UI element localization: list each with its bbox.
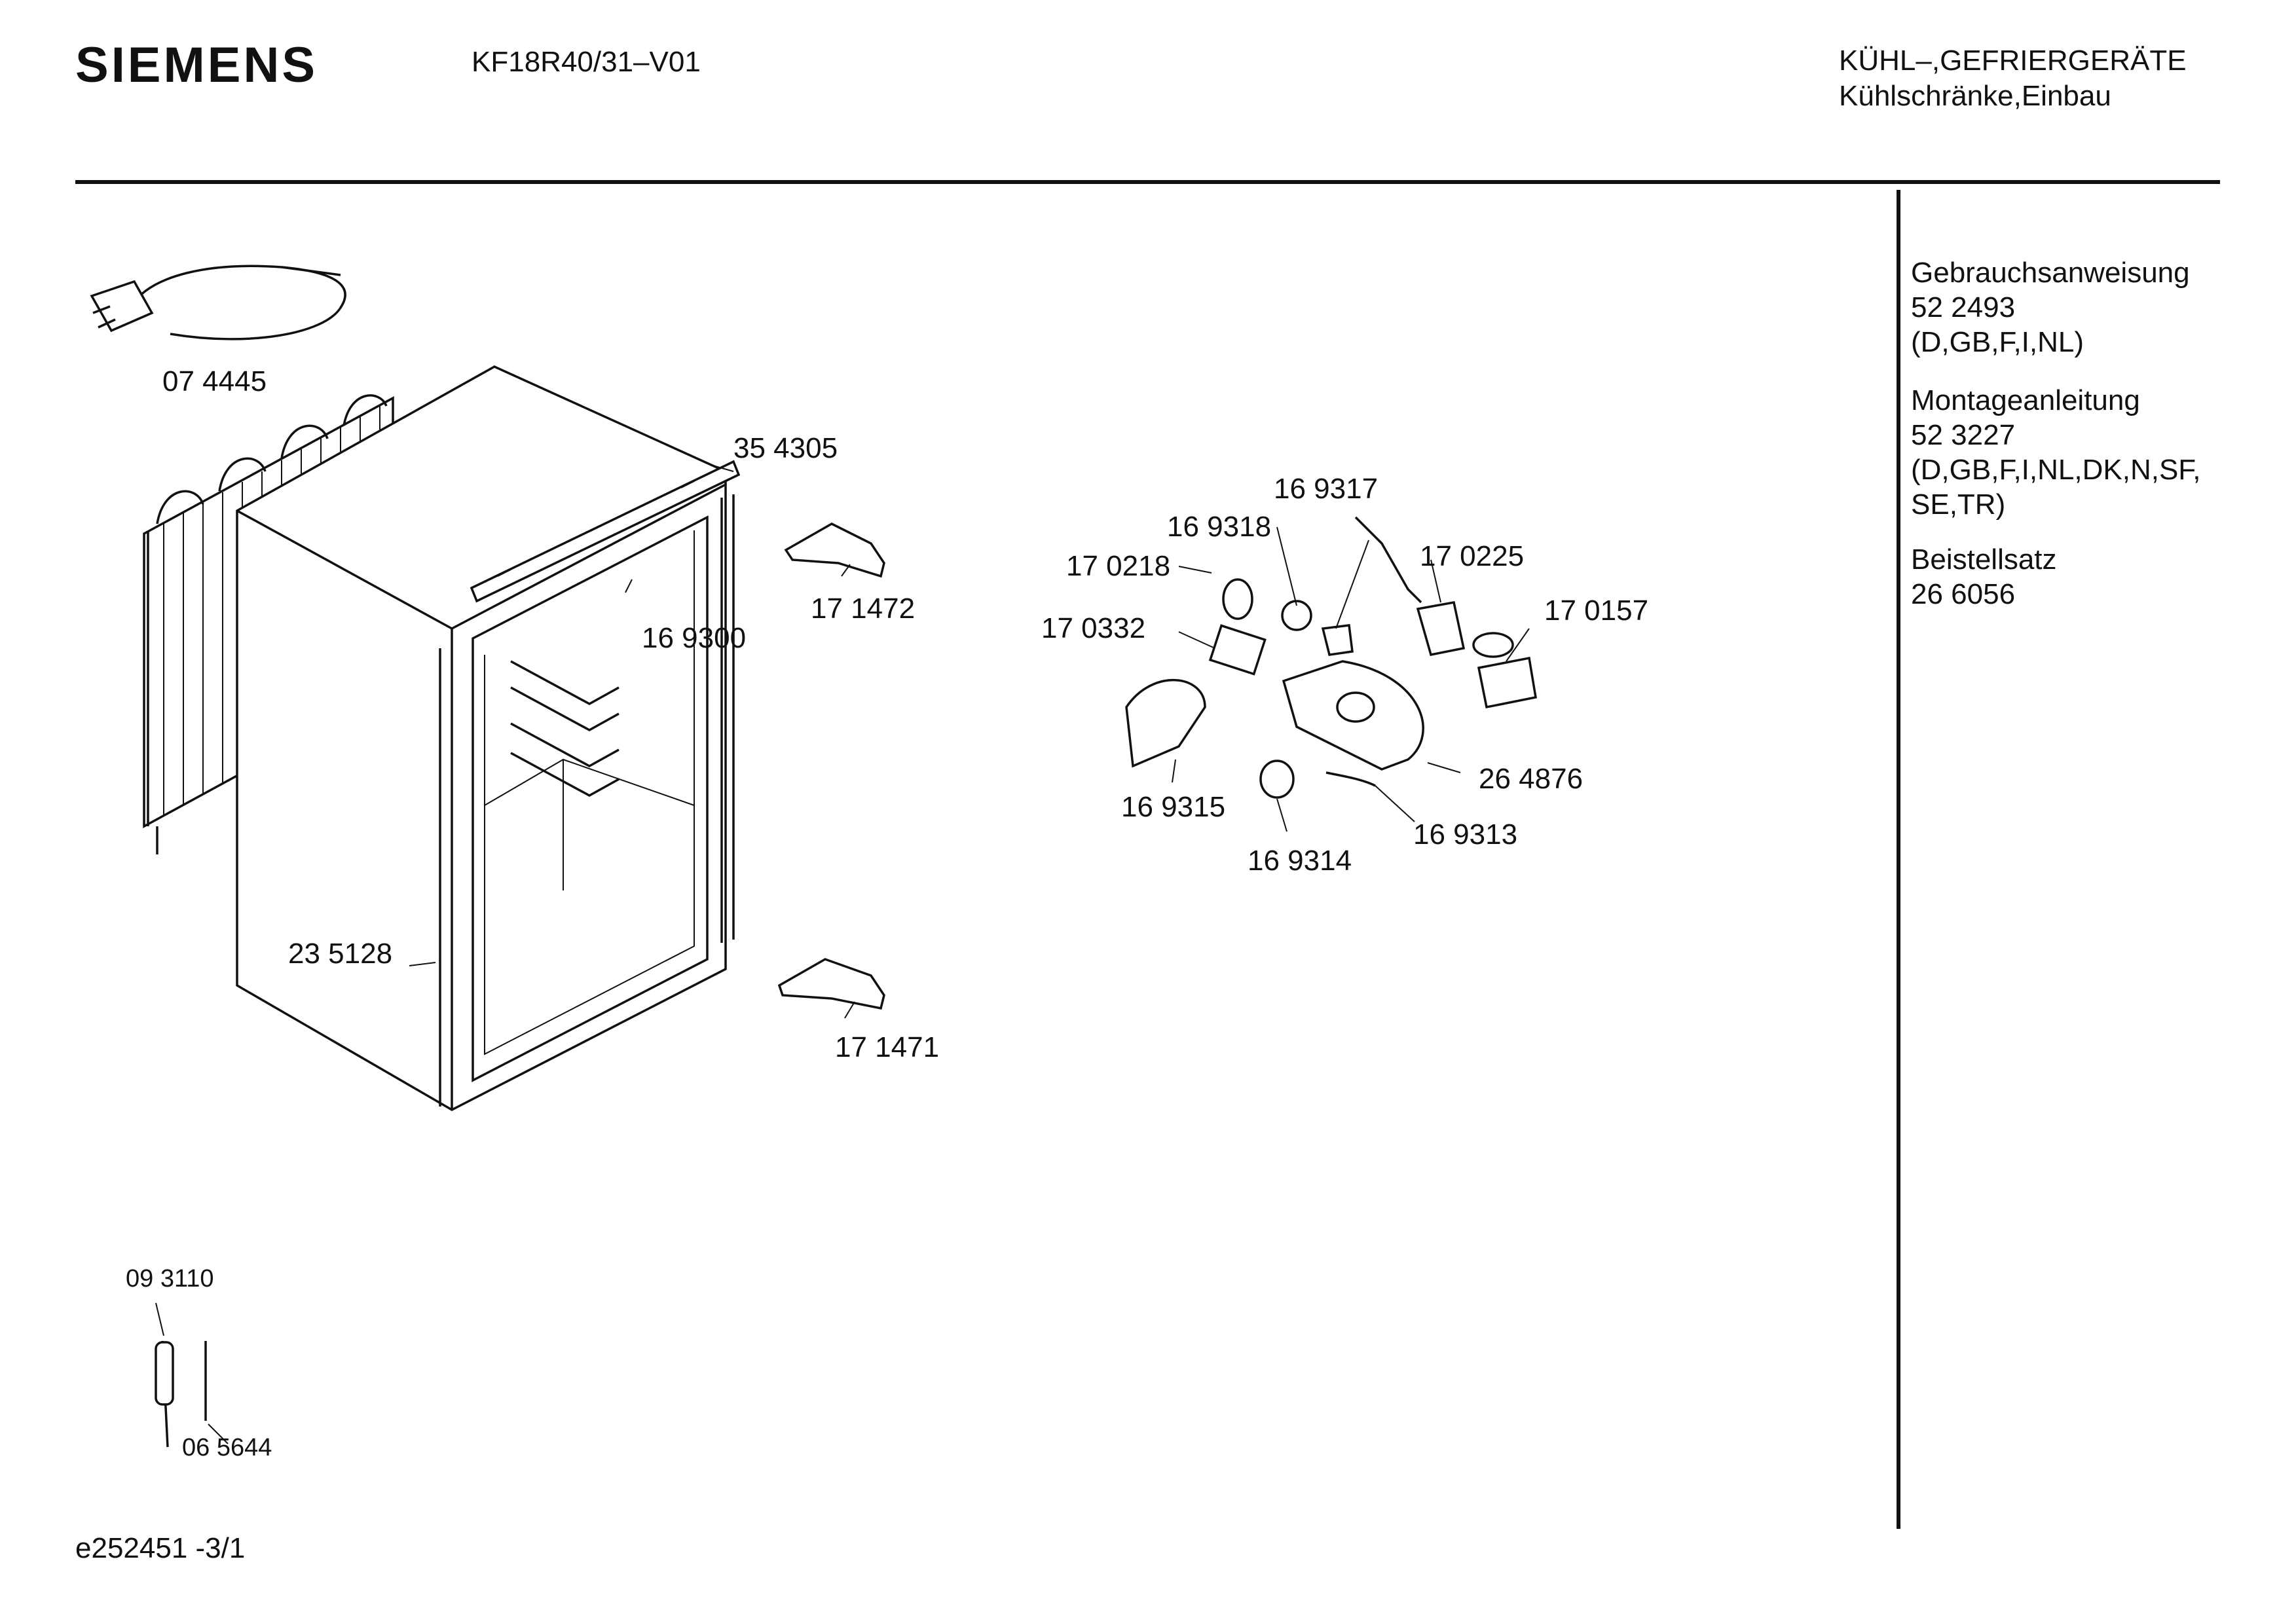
- part-label-354305: 35 4305: [733, 432, 838, 464]
- part-label-169315: 16 9315: [1121, 791, 1226, 823]
- category-line-1: KÜHL–,GEFRIERGERÄTE: [1839, 45, 2187, 77]
- brand-logo: SIEMENS: [75, 37, 318, 93]
- kit-doc: Beistellsatz 26 6056: [1911, 542, 2057, 612]
- part-label-171471: 17 1471: [835, 1031, 940, 1063]
- part-label-093110: 09 3110: [126, 1265, 214, 1292]
- part-label-235128: 23 5128: [288, 938, 393, 970]
- part-label-169317: 16 9317: [1274, 473, 1379, 505]
- top-hinge-icon: [784, 522, 885, 578]
- manual-doc: Gebrauchsanweisung 52 2493 (D,GB,F,I,NL): [1911, 255, 2190, 359]
- sensor-icon: [155, 1340, 207, 1448]
- part-label-170157: 17 0157: [1544, 595, 1649, 627]
- part-label-065644: 06 5644: [182, 1434, 272, 1461]
- part-label-074445: 07 4445: [162, 365, 267, 397]
- category-line-2: Kühlschränke,Einbau: [1839, 80, 2111, 112]
- part-label-169300: 16 9300: [642, 622, 747, 654]
- manual-number: 52 2493: [1911, 291, 2016, 323]
- kit-title: Beistellsatz: [1911, 543, 2057, 576]
- manual-title: Gebrauchsanweisung: [1911, 257, 2190, 289]
- part-label-170218: 17 0218: [1066, 550, 1171, 582]
- kit-number: 26 6056: [1911, 578, 2016, 610]
- header-divider: [75, 180, 2220, 184]
- power-cord-icon: [90, 265, 346, 340]
- install-title: Montageanleitung: [1911, 384, 2140, 416]
- install-doc: Montageanleitung 52 3227 (D,GB,F,I,NL,DK…: [1911, 383, 2201, 522]
- part-label-264876: 26 4876: [1479, 763, 1583, 795]
- install-number: 52 3227: [1911, 419, 2016, 451]
- manual-langs: (D,GB,F,I,NL): [1911, 326, 2084, 358]
- install-langs-2: SE,TR): [1911, 488, 2006, 521]
- hinge-rail-icon: [470, 460, 741, 603]
- document-id: e252451 -3/1: [75, 1532, 246, 1564]
- install-langs-1: (D,GB,F,I,NL,DK,N,SF,: [1911, 454, 2201, 486]
- leader-lines: [155, 464, 1530, 1444]
- model-number: KF18R40/31–V01: [472, 46, 701, 78]
- part-label-170332: 17 0332: [1041, 612, 1146, 644]
- part-label-169313: 16 9313: [1413, 818, 1518, 851]
- part-label-169318: 16 9318: [1167, 511, 1272, 543]
- part-label-169314: 16 9314: [1248, 845, 1352, 877]
- cabinet-icon: [236, 365, 735, 1111]
- bottom-hinge-icon: [777, 958, 885, 1010]
- part-label-171472: 17 1472: [811, 593, 916, 625]
- lamp-assembly-icon: [1125, 516, 1538, 799]
- part-label-170225: 17 0225: [1420, 540, 1525, 572]
- sidebar-divider: [1897, 190, 1900, 1529]
- category-block: KÜHL–,GEFRIERGERÄTE Kühlschränke,Einbau: [1839, 43, 2187, 114]
